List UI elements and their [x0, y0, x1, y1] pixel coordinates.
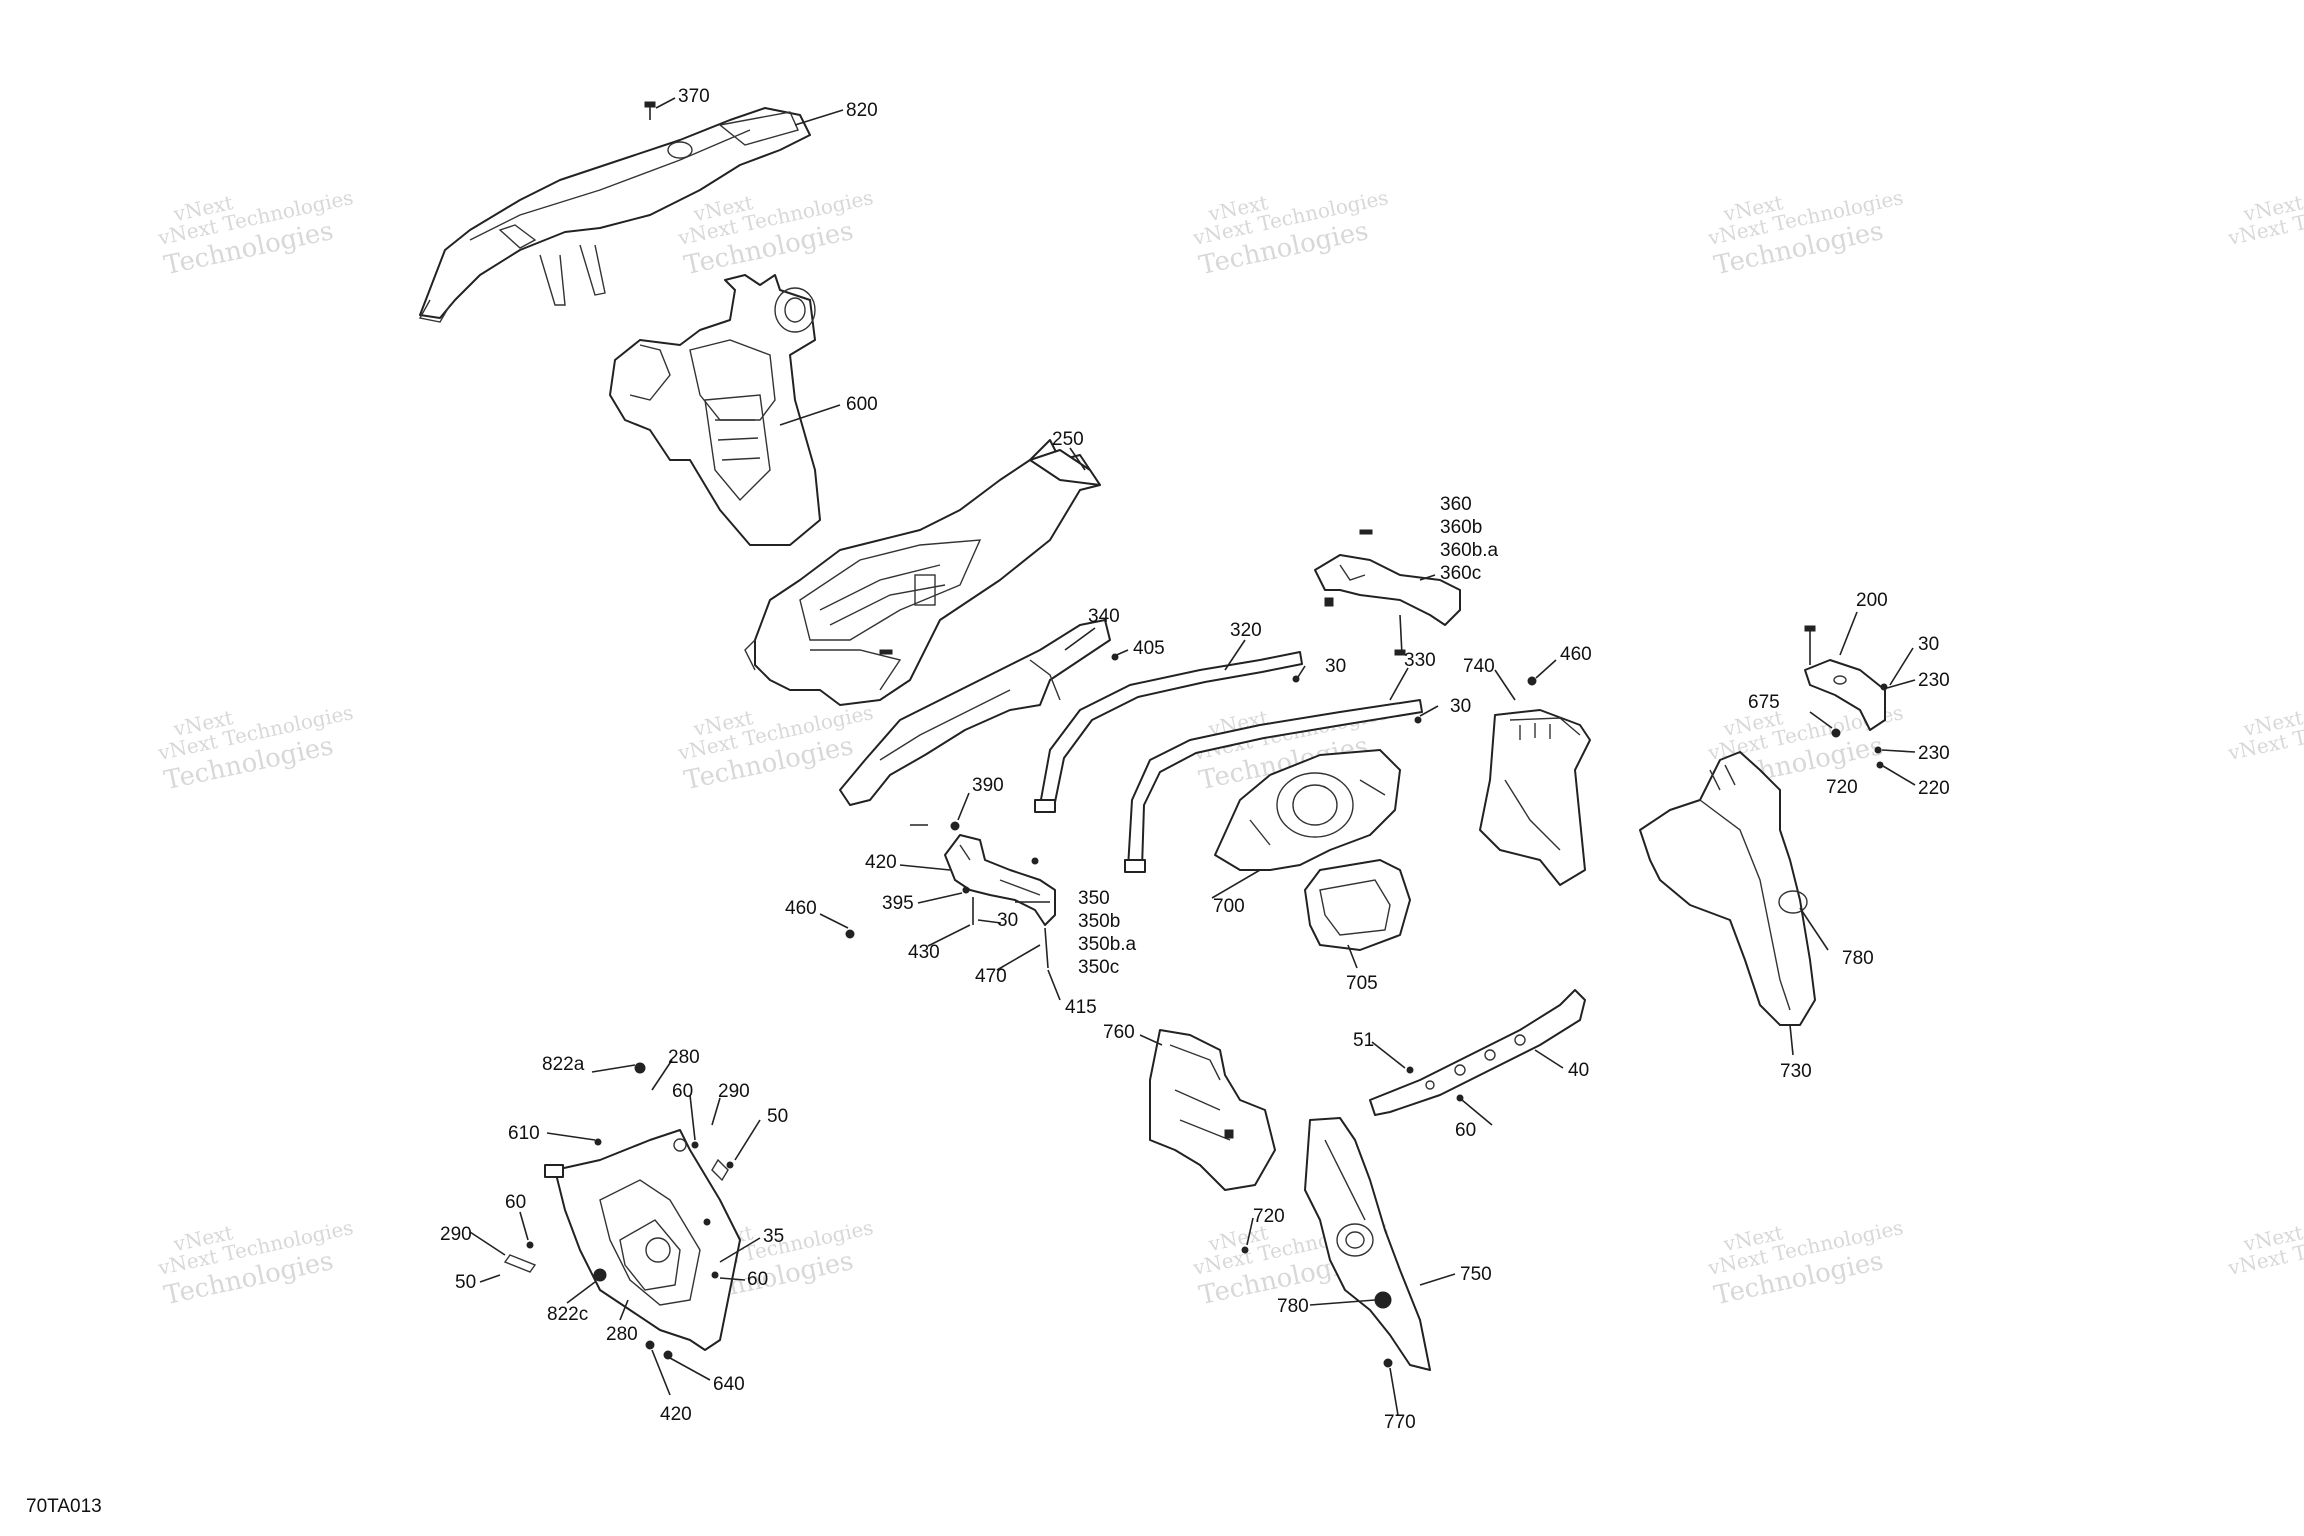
watermark: vNext vNext Technologies Technologies [1705, 185, 1905, 281]
watermark: vNext vNext Technologies Technologies [155, 700, 355, 796]
callout-730: 730 [1780, 1061, 1812, 1082]
watermark: vNext vNext Technologies [2225, 700, 2304, 765]
callout-280-b: 280 [606, 1324, 638, 1345]
callout-350c: 350c [1078, 957, 1119, 978]
callout-780-a: 780 [1842, 948, 1874, 969]
callout-60-a: 60 [1455, 1120, 1476, 1141]
callout-340: 340 [1088, 606, 1120, 627]
callout-460-b: 460 [785, 898, 817, 919]
part-250-dash-frame [744, 439, 1101, 706]
callout-420-a: 420 [865, 852, 897, 873]
watermark: vNext vNext Technologies Technologies [155, 1215, 355, 1311]
callout-640: 640 [713, 1374, 745, 1395]
callout-330: 330 [1404, 650, 1436, 671]
callout-350: 350 [1078, 888, 1110, 909]
hardware [503, 529, 1888, 1368]
callout-50-b: 50 [455, 1272, 476, 1293]
callout-470: 470 [975, 966, 1007, 987]
callout-60-c: 60 [505, 1192, 526, 1213]
callout-350b: 350b [1078, 911, 1120, 932]
part-200-bracket [1804, 625, 1886, 731]
callout-600: 600 [846, 394, 878, 415]
callout-230-b: 230 [1918, 743, 1950, 764]
callout-390: 390 [972, 775, 1004, 796]
callout-320: 320 [1230, 620, 1262, 641]
part-705-display [1304, 859, 1411, 951]
callout-415: 415 [1065, 997, 1097, 1018]
part-320-tube [1034, 651, 1303, 813]
watermark: vNext vNext Technologies Technologies [1705, 1215, 1905, 1311]
callout-280-a: 280 [668, 1047, 700, 1068]
part-700-instrument-housing [1214, 749, 1401, 871]
part-730-side-panel [1639, 751, 1816, 1026]
callout-405: 405 [1133, 638, 1165, 659]
part-820-dash-beam [418, 107, 811, 323]
part-740-panel [1479, 709, 1591, 886]
callout-780-b: 780 [1277, 1296, 1309, 1317]
callout-360ba: 360b.a [1440, 540, 1499, 561]
callout-51: 51 [1353, 1030, 1374, 1051]
callout-720-b: 720 [1253, 1206, 1285, 1227]
callout-60-d: 60 [747, 1269, 768, 1290]
callout-60-b: 60 [672, 1081, 693, 1102]
callout-822c: 822c [547, 1304, 588, 1325]
part-340-bracket [839, 619, 1111, 806]
callout-50-a: 50 [767, 1106, 788, 1127]
screw-370 [644, 101, 656, 120]
callout-760: 760 [1103, 1022, 1135, 1043]
watermark: vNext vNext Technologies [2225, 1215, 2304, 1280]
callout-30-c: 30 [1918, 634, 1939, 655]
callout-395: 395 [882, 893, 914, 914]
callout-30-a: 30 [1325, 656, 1346, 677]
callout-822a: 822a [542, 1054, 585, 1075]
callout-820: 820 [846, 100, 878, 121]
callout-230-a: 230 [1918, 670, 1950, 691]
callout-420-b: 420 [660, 1404, 692, 1425]
part-600-console-housing [609, 274, 821, 546]
callout-290-a: 290 [718, 1081, 750, 1102]
watermark: vNext vNext Technologies Technologies [1190, 185, 1390, 281]
part-750-panel [1304, 1117, 1431, 1371]
part-760-panel [1149, 1029, 1276, 1191]
callout-770: 770 [1384, 1412, 1416, 1433]
callout-610: 610 [508, 1123, 540, 1144]
callout-675: 675 [1748, 692, 1780, 713]
part-40-crossbar [1369, 989, 1586, 1116]
watermark: vNext vNext Technologies Technologies [155, 185, 355, 281]
callout-220: 220 [1918, 778, 1950, 799]
callout-200: 200 [1856, 590, 1888, 611]
callout-750: 750 [1460, 1264, 1492, 1285]
leader-lines [469, 97, 1916, 1416]
callout-720-a: 720 [1826, 777, 1858, 798]
callout-370: 370 [678, 86, 710, 107]
part-610-lower-bracket [544, 1129, 741, 1351]
part-360-bracket [1314, 554, 1461, 656]
callout-360c: 360c [1440, 563, 1481, 584]
callout-40: 40 [1568, 1060, 1589, 1081]
callout-740: 740 [1463, 656, 1495, 677]
callout-350ba: 350b.a [1078, 934, 1137, 955]
callout-35: 35 [763, 1226, 784, 1247]
callout-290-b: 290 [440, 1224, 472, 1245]
callout-430: 430 [908, 942, 940, 963]
callout-250: 250 [1052, 429, 1084, 450]
callout-30-d: 30 [997, 910, 1018, 931]
figure-code: 70TA013 [26, 1496, 102, 1517]
part-330-tube [1124, 699, 1423, 873]
callout-705: 705 [1346, 973, 1378, 994]
callout-30-b: 30 [1450, 696, 1471, 717]
callout-360b: 360b [1440, 517, 1482, 538]
callout-labels: 370 820 600 250 340 405 320 30 330 30 36… [440, 86, 1950, 1433]
callout-460-a: 460 [1560, 644, 1592, 665]
callout-700: 700 [1213, 896, 1245, 917]
callout-360: 360 [1440, 494, 1472, 515]
watermark: vNext vNext Technologies [2225, 185, 2304, 250]
